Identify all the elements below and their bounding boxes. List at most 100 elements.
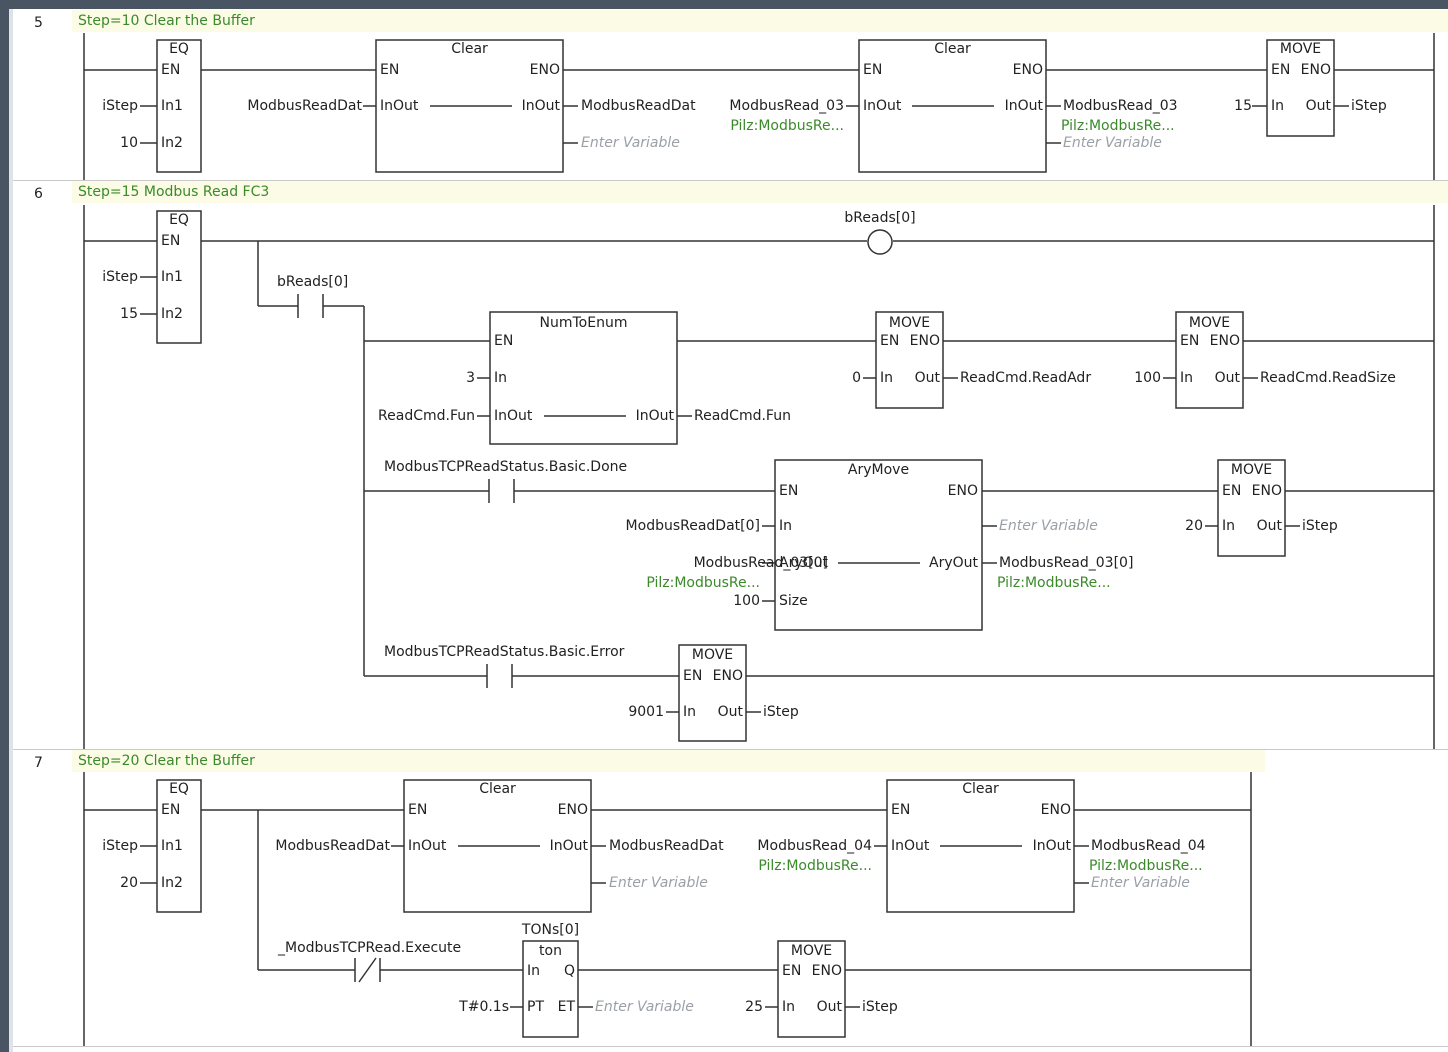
var-modbus-read-dat[interactable]: ModbusReadDat <box>275 838 390 854</box>
pin-eno: ENO <box>557 802 588 818</box>
move-block-title[interactable]: MOVE <box>1230 462 1273 478</box>
var-istep[interactable]: iStep <box>102 838 138 854</box>
contact-label-status-error[interactable]: ModbusTCPReadStatus.Basic.Error <box>384 644 625 660</box>
pin-size: Size <box>779 593 808 609</box>
const-0[interactable]: 0 <box>852 370 861 386</box>
clear-block-title[interactable]: Clear <box>451 41 488 57</box>
enter-variable-placeholder[interactable]: Enter Variable <box>1063 135 1162 151</box>
rung-comment-7[interactable]: Step=20 Clear the Buffer <box>72 750 1265 772</box>
var-readcmd-fun[interactable]: ReadCmd.Fun <box>378 408 475 424</box>
rung-gutter <box>9 9 13 1052</box>
window-top-border <box>0 0 1448 9</box>
pin-in: In <box>779 518 793 534</box>
arymove-block-title[interactable]: AryMove <box>847 462 910 478</box>
pin-en: EN <box>161 802 181 818</box>
enter-variable-placeholder[interactable]: Enter Variable <box>609 875 708 891</box>
var-modbus-read-dat[interactable]: ModbusReadDat <box>247 98 362 114</box>
pin-eno: ENO <box>1209 333 1240 349</box>
var-readcmd-readsize[interactable]: ReadCmd.ReadSize <box>1260 370 1396 386</box>
var-readcmd-fun[interactable]: ReadCmd.Fun <box>694 408 791 424</box>
pin-in: In <box>1222 518 1236 534</box>
enter-variable-placeholder[interactable]: Enter Variable <box>999 518 1098 534</box>
ton-block-title[interactable]: ton <box>539 943 562 959</box>
ton-block-box <box>522 940 579 1038</box>
var-modbus-read-04[interactable]: ModbusRead_04 <box>757 838 872 854</box>
move-block-title[interactable]: MOVE <box>1188 315 1231 331</box>
const-20[interactable]: 20 <box>120 875 138 891</box>
const-100[interactable]: 100 <box>733 593 760 609</box>
var-modbus-read-030[interactable]: ModbusRead_03[0] <box>693 555 828 571</box>
enter-variable-placeholder[interactable]: Enter Variable <box>595 999 694 1015</box>
ton-instance-name[interactable]: TONs[0] <box>521 922 580 938</box>
pin-in: In <box>782 999 796 1015</box>
clear-block-title[interactable]: Clear <box>934 41 971 57</box>
pin-in2: In2 <box>161 875 183 891</box>
pin-q: Q <box>563 963 575 979</box>
pin-out: Out <box>717 704 743 720</box>
var-istep[interactable]: iStep <box>862 999 898 1015</box>
eq-block-title[interactable]: EQ <box>169 212 189 228</box>
pin-inout: InOut <box>380 98 419 114</box>
const-15[interactable]: 15 <box>1234 98 1252 114</box>
move-block-title[interactable]: MOVE <box>1279 41 1322 57</box>
const-pt-value[interactable]: T#0.1s <box>459 999 509 1015</box>
clear-block-title[interactable]: Clear <box>962 781 999 797</box>
pin-in: In <box>527 963 541 979</box>
clear-block-title[interactable]: Clear <box>479 781 516 797</box>
contact-label-breads0[interactable]: bReads[0] <box>277 274 349 290</box>
pin-inout: InOut <box>1004 98 1043 114</box>
const-100[interactable]: 100 <box>1134 370 1161 386</box>
pin-inout: InOut <box>1032 838 1071 854</box>
pin-in1: In1 <box>161 269 183 285</box>
var-type-pilz: Pilz:ModbusRe... <box>1061 118 1175 134</box>
pin-inout: InOut <box>408 838 447 854</box>
move-block-box <box>1217 459 1286 557</box>
pin-en: EN <box>683 668 703 684</box>
var-type-pilz: Pilz:ModbusRe... <box>1089 858 1203 874</box>
rung-number-5[interactable]: 5 <box>34 15 43 31</box>
var-istep[interactable]: iStep <box>102 98 138 114</box>
eq-block-title[interactable]: EQ <box>169 781 189 797</box>
move-block-title[interactable]: MOVE <box>691 647 734 663</box>
contact-label-status-done[interactable]: ModbusTCPReadStatus.Basic.Done <box>384 459 628 475</box>
var-modbus-read-dat[interactable]: ModbusReadDat <box>609 838 724 854</box>
rung-comment-5[interactable]: Step=10 Clear the Buffer <box>72 10 1448 32</box>
move-block-title[interactable]: MOVE <box>888 315 931 331</box>
rung-number-6[interactable]: 6 <box>34 186 43 202</box>
pin-en: EN <box>161 62 181 78</box>
var-modbus-read-04[interactable]: ModbusRead_04 <box>1091 838 1206 854</box>
pin-out: Out <box>816 999 842 1015</box>
const-20[interactable]: 20 <box>1185 518 1203 534</box>
enter-variable-placeholder[interactable]: Enter Variable <box>581 135 680 151</box>
pin-in2: In2 <box>161 135 183 151</box>
coil-label-breads0[interactable]: bReads[0] <box>844 210 916 226</box>
const-10[interactable]: 10 <box>120 135 138 151</box>
var-type-pilz: Pilz:ModbusRe... <box>758 858 872 874</box>
rung-number-7[interactable]: 7 <box>34 755 43 771</box>
var-modbus-read-03[interactable]: ModbusRead_03 <box>729 98 844 114</box>
var-modbus-read-dat0[interactable]: ModbusReadDat[0] <box>625 518 760 534</box>
rung-comment-6[interactable]: Step=15 Modbus Read FC3 <box>72 181 1448 203</box>
move-block-title[interactable]: MOVE <box>790 943 833 959</box>
pin-in: In <box>1180 370 1194 386</box>
const-3[interactable]: 3 <box>466 370 475 386</box>
contact-label-execute[interactable]: _ModbusTCPRead.Execute <box>278 940 462 956</box>
const-9001[interactable]: 9001 <box>628 704 664 720</box>
var-istep[interactable]: iStep <box>102 269 138 285</box>
var-istep[interactable]: iStep <box>1302 518 1338 534</box>
numtoenum-block-title[interactable]: NumToEnum <box>539 315 628 331</box>
move-block-box <box>678 644 747 742</box>
var-istep[interactable]: iStep <box>763 704 799 720</box>
move-block-box <box>1175 311 1244 409</box>
enter-variable-placeholder[interactable]: Enter Variable <box>1091 875 1190 891</box>
const-25[interactable]: 25 <box>745 999 763 1015</box>
var-readcmd-readadr[interactable]: ReadCmd.ReadAdr <box>960 370 1092 386</box>
move-block-box <box>777 940 846 1038</box>
var-modbus-read-dat[interactable]: ModbusReadDat <box>581 98 696 114</box>
var-istep[interactable]: iStep <box>1351 98 1387 114</box>
const-15[interactable]: 15 <box>120 306 138 322</box>
pin-out: Out <box>1256 518 1282 534</box>
eq-block-title[interactable]: EQ <box>169 41 189 57</box>
var-modbus-read-03[interactable]: ModbusRead_03 <box>1063 98 1178 114</box>
var-modbus-read-030[interactable]: ModbusRead_03[0] <box>999 555 1134 571</box>
